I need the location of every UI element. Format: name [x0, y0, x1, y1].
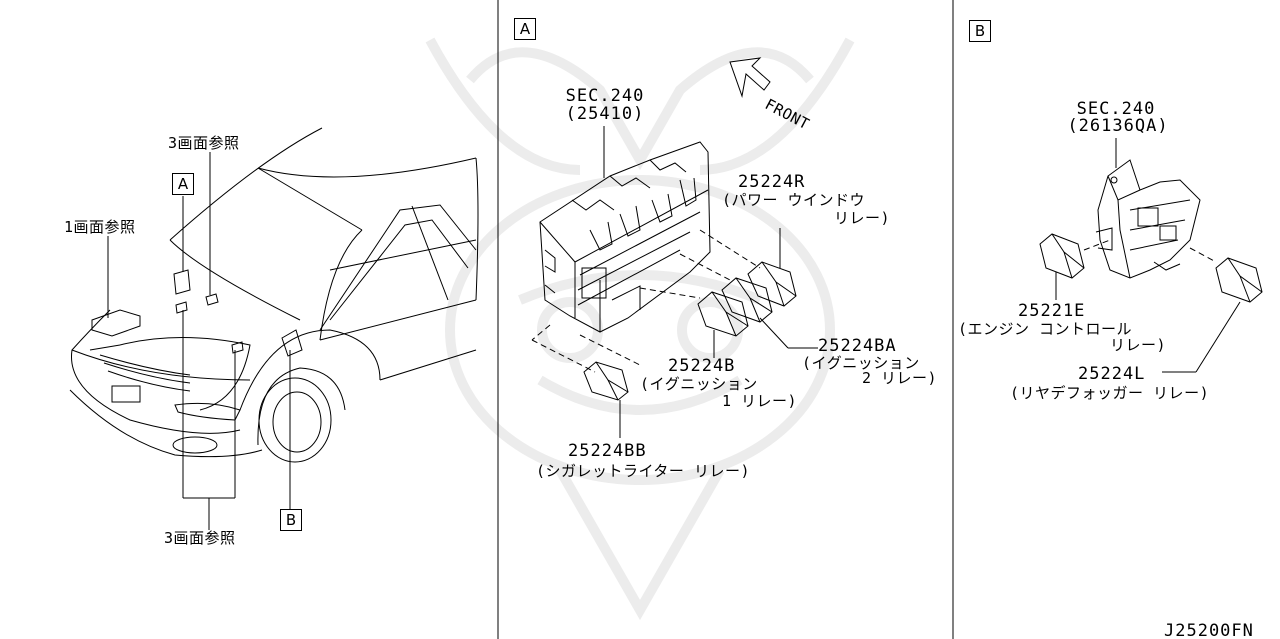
- part-25224ba-desc2: 2 リレー): [862, 369, 938, 387]
- fuse-block-a: [539, 141, 711, 333]
- watermark-emblem: [425, 37, 855, 621]
- ref-3-bottom-label: 3画面参照: [164, 529, 236, 547]
- part-25224ba-desc1: (イグニッション: [802, 354, 920, 372]
- part-25221e-desc2: リレー): [1110, 336, 1167, 354]
- part-25224b-desc2: 1 リレー): [722, 392, 798, 410]
- diagram-id: J25200FN: [1164, 621, 1254, 639]
- part-25224b-number: 25224B: [668, 356, 736, 376]
- ref-1-label: 1画面参照: [64, 218, 136, 236]
- sec-240-label-a: SEC.240: [565, 86, 645, 106]
- part-25224r-desc2: リレー): [834, 209, 891, 227]
- section-box-a: A: [514, 18, 536, 40]
- callout-box-a[interactable]: A: [172, 173, 194, 195]
- section-box-b: B: [969, 20, 991, 42]
- fuse-block-b: [1095, 159, 1201, 279]
- sec-code-a: (25410): [565, 104, 645, 124]
- part-25224r-desc1: (パワー ウインドウ: [722, 191, 866, 209]
- dashed-guides: [531, 229, 761, 373]
- part-25224r-number: 25224R: [738, 172, 806, 192]
- relays-a: [583, 126, 818, 438]
- part-25224bb-desc1: (シガレットライター リレー): [536, 462, 750, 480]
- part-25221e-number: 25221E: [1018, 301, 1086, 321]
- part-25221e-desc1: (エンジン コントロール: [958, 320, 1133, 338]
- callout-box-b[interactable]: B: [280, 509, 302, 531]
- sec-code-b: (26136QA): [1067, 116, 1169, 136]
- part-25224bb-number: 25224BB: [568, 441, 647, 461]
- part-25224b-desc1: (イグニッション: [640, 375, 758, 393]
- car-outline: [69, 127, 479, 530]
- sec-240-label-b: SEC.240: [1076, 99, 1156, 119]
- relays-b: [1039, 138, 1263, 373]
- part-25224l-number: 25224L: [1078, 364, 1146, 384]
- part-25224ba-number: 25224BA: [818, 336, 897, 356]
- part-25224l-desc1: (リヤデフォッガー リレー): [1010, 384, 1210, 402]
- front-arrow: [729, 57, 771, 98]
- ref-3-top-label: 3画面参照: [168, 134, 240, 152]
